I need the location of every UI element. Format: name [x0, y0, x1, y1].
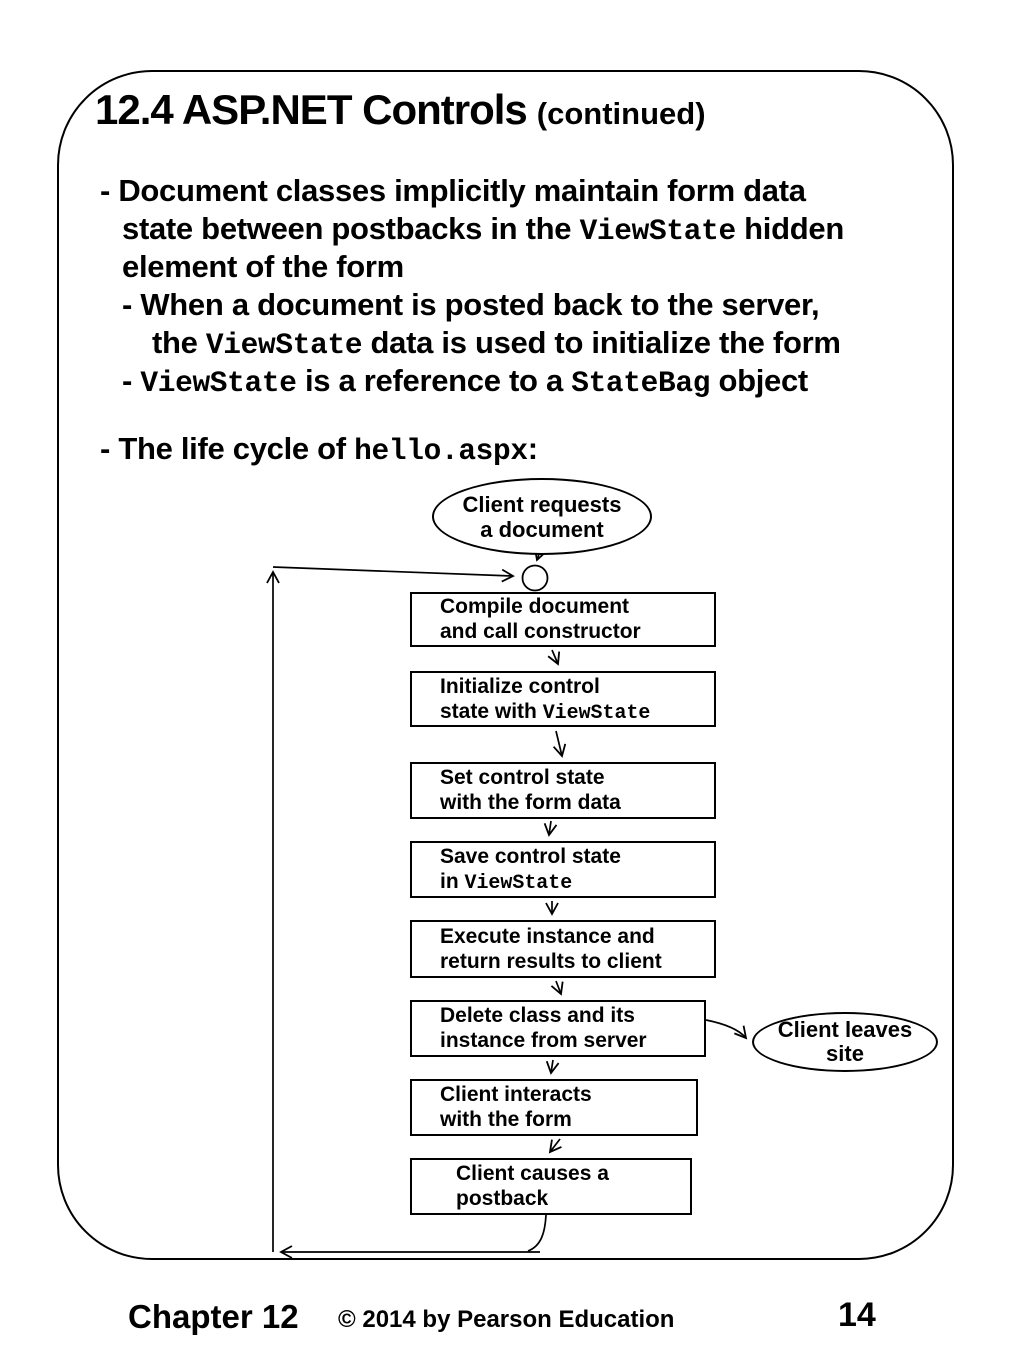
bullet-lifecycle: - The life cycle of hello.aspx: — [100, 430, 538, 468]
leaves-ellipse-line1: Client leaves — [777, 1017, 913, 1042]
bullet-document-classes: - Document classes implicitly maintain f… — [100, 172, 844, 286]
box-line: and call constructor — [440, 620, 641, 643]
leaves-ellipse-line2: site — [826, 1041, 864, 1066]
box-client-interacts: Client interacts with the form — [410, 1079, 698, 1136]
footer-copyright: © 2014 by Pearson Education — [338, 1306, 675, 1333]
bullet-line: - — [122, 363, 141, 398]
client-leaves-ellipse: Client leaves site — [752, 1012, 938, 1072]
footer-chapter: Chapter 12 — [128, 1298, 299, 1335]
box-line: instance from server — [440, 1029, 647, 1052]
box-line: Set control state — [440, 766, 605, 789]
box-initialize-control: Initialize control state with ViewState — [410, 671, 716, 727]
start-ellipse: Client requests a document — [432, 478, 652, 555]
bullet-line: object — [710, 363, 808, 398]
bullet-line: data is used to initialize the form — [362, 325, 841, 360]
box-line: Compile document — [440, 595, 630, 618]
code-viewstate: ViewState — [140, 366, 297, 400]
box-line: with the form data — [440, 791, 621, 814]
bullet-line: state between postbacks in the — [122, 211, 580, 246]
box-delete-class: Delete class and its instance from serve… — [410, 1000, 706, 1057]
start-ellipse-line1: Client requests — [462, 491, 622, 517]
box-line: with the form — [440, 1108, 572, 1131]
box-line: Initialize control — [440, 674, 600, 698]
title-text: 12.4 ASP.NET Controls — [95, 86, 528, 133]
code-hello-aspx: hello.aspx — [354, 434, 528, 468]
bullet-line: is a reference to a — [296, 363, 572, 398]
box-line: Client causes a — [456, 1162, 609, 1185]
box-compile-document: Compile document and call constructor — [410, 592, 716, 647]
sub-bullet-statebag: - ViewState is a reference to a StateBag… — [122, 362, 808, 400]
bullet-line: the — [152, 325, 206, 360]
box-line: Client interacts — [440, 1083, 592, 1106]
start-ellipse-line2: a document — [480, 516, 604, 542]
box-line: return results to client — [440, 949, 662, 973]
footer-page-number: 14 — [838, 1296, 876, 1334]
box-line: state with — [440, 699, 543, 723]
bullet-line: hidden — [735, 211, 844, 246]
bullet-line: : — [527, 431, 538, 466]
code-viewstate: ViewState — [579, 214, 737, 248]
title-continued: (continued) — [536, 96, 706, 131]
box-line: postback — [456, 1187, 549, 1210]
box-set-control-state: Set control state with the form data — [410, 762, 716, 819]
box-line: Execute instance and — [440, 924, 655, 948]
bullet-line: - Document classes implicitly maintain f… — [100, 173, 806, 208]
slide-title: 12.4 ASP.NET Controls(continued) — [95, 86, 706, 134]
box-client-postback: Client causes a postback — [410, 1158, 692, 1215]
box-line: in — [440, 870, 465, 893]
bullet-line: element of the form — [122, 249, 404, 284]
code-viewstate: ViewState — [205, 328, 363, 362]
box-line: Delete class and its — [440, 1004, 635, 1027]
box-save-control-state: Save control state in ViewState — [410, 841, 716, 898]
bullet-line: - When a document is posted back to the … — [122, 287, 820, 322]
box-code: ViewState — [542, 700, 651, 724]
box-execute-instance: Execute instance and return results to c… — [410, 920, 716, 978]
box-code: ViewState — [464, 871, 573, 894]
box-line: Save control state — [440, 845, 621, 868]
sub-bullet-postback: - When a document is posted back to the … — [122, 286, 841, 362]
code-statebag: StateBag — [571, 366, 711, 400]
bullet-line: - The life cycle of — [100, 431, 355, 466]
